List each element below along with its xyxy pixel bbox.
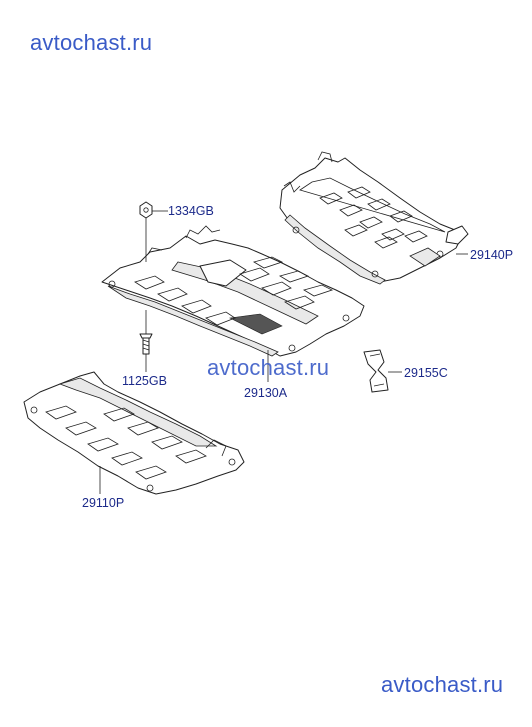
nut-1334gb [139, 201, 168, 262]
label-1125gb: 1125GB [122, 374, 167, 388]
watermark-bottom: avtochast.ru [381, 672, 504, 697]
watermark-top: avtochast.ru [30, 30, 153, 55]
front-under-cover-29110p [23, 371, 245, 495]
label-29140p: 29140P [470, 248, 514, 262]
rear-under-cover-29140p [279, 151, 469, 285]
bracket-29155c [363, 349, 402, 393]
bolt-1125gb [139, 310, 153, 372]
center-under-cover-29130a [101, 225, 365, 357]
label-1334gb: 1334GB [168, 204, 214, 218]
label-29110p: 29110P [82, 496, 125, 510]
label-29130a: 29130A [244, 386, 288, 400]
label-29155c: 29155C [404, 366, 448, 380]
watermark-middle: avtochast.ru [207, 355, 330, 380]
